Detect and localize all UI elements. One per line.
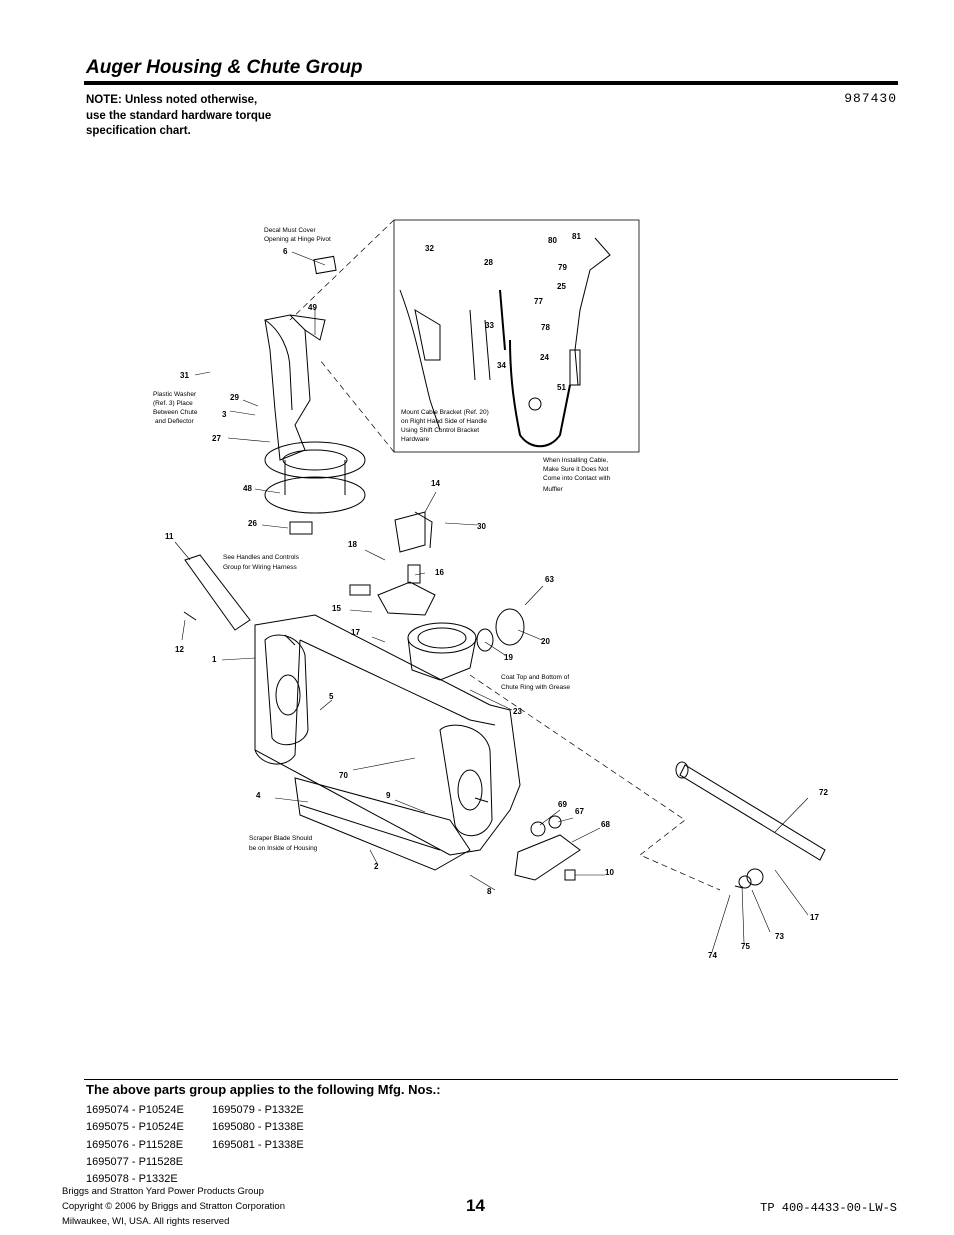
callout: 24 — [540, 353, 549, 362]
mfg-item: 1695076 - P11528E — [86, 1138, 184, 1151]
callout: 32 — [425, 244, 434, 253]
auger-shaft — [679, 764, 826, 861]
applies-title: The above parts group applies to the fol… — [86, 1082, 441, 1097]
caption-line: (Ref. 3) Place — [153, 400, 193, 407]
copyright-line: Copyright © 2006 by Briggs and Stratton … — [62, 1201, 285, 1212]
callout: 19 — [504, 653, 513, 662]
callout: 70 — [339, 771, 348, 780]
mfg-item: 1695074 - P10524E — [86, 1104, 184, 1116]
mfg-item: 1695078 - P1332E — [86, 1173, 178, 1186]
callout: 68 — [601, 820, 610, 829]
applies-rule — [84, 1079, 898, 1080]
exploded-parts-diagram: 6 49 31 29 3 27 48 26 11 12 1 5 4 70 9 2… — [153, 219, 828, 960]
callout: 49 — [308, 303, 317, 312]
caption-line: on Right Hand Side of Handle — [401, 418, 487, 425]
callout: 8 — [487, 887, 492, 896]
mfg-item: 1695079 - P1332E — [212, 1104, 304, 1116]
callout: 80 — [548, 236, 557, 245]
callout: 18 — [348, 540, 357, 549]
caption-line: Between Chute — [153, 409, 198, 416]
callout: 69 — [558, 800, 567, 809]
copyright-block: Briggs and Stratton Yard Power Products … — [62, 1184, 285, 1229]
page-title: Auger Housing & Chute Group — [86, 57, 363, 78]
mfg-item: 1695081 - P1338E — [212, 1138, 304, 1151]
callout: 1 — [212, 655, 217, 664]
callout: 14 — [431, 479, 440, 488]
callout: 67 — [575, 807, 584, 816]
callout: 10 — [605, 868, 614, 877]
callout: 33 — [485, 321, 494, 330]
callout: 5 — [329, 692, 334, 701]
callout: 12 — [175, 645, 184, 654]
copyright-line: Milwaukee, WI, USA. All rights reserved — [62, 1216, 230, 1227]
callout: 30 — [477, 522, 486, 531]
callout: 72 — [819, 788, 828, 797]
callout: 3 — [222, 410, 227, 419]
callout: 23 — [513, 707, 522, 716]
cable-detail-inset — [393, 219, 640, 453]
mfg-item: 1695077 - P11528E — [86, 1155, 184, 1168]
callout: 20 — [541, 637, 550, 646]
caption-line: Decal Must Cover — [264, 227, 316, 234]
note-line: specification chart. — [86, 125, 191, 137]
caption-line: and Deflector — [155, 418, 194, 425]
caption-line: When Installing Cable, — [543, 457, 608, 464]
caption-line: Opening at Hinge Pivot — [264, 236, 331, 243]
header-rule — [84, 81, 898, 85]
caption-line: Muffler — [543, 486, 564, 493]
caption-line: Chute Ring with Grease — [501, 684, 570, 691]
note-line: use the standard hardware torque — [86, 109, 272, 122]
callout: 79 — [558, 263, 567, 272]
callout: 26 — [248, 519, 257, 528]
callout: 15 — [332, 604, 341, 613]
callout: 31 — [180, 371, 189, 380]
note-line: NOTE: Unless noted otherwise, — [86, 94, 258, 106]
chute-part — [264, 314, 311, 461]
caption-line: Coat Top and Bottom of — [501, 674, 569, 681]
caption-line: Group for Wiring Harness — [223, 564, 297, 571]
caption-line: Make Sure it Does Not — [543, 466, 609, 473]
caption-line: Plastic Washer — [153, 391, 197, 398]
inset-leader — [289, 219, 395, 453]
caption-line: Hardware — [401, 436, 430, 443]
callout: 51 — [557, 383, 566, 392]
callout: 75 — [741, 942, 750, 951]
callout: 9 — [386, 791, 391, 800]
torque-note: NOTE: Unless noted otherwise, use the st… — [86, 93, 271, 140]
callout: 77 — [534, 297, 543, 306]
callout: 28 — [484, 258, 493, 267]
callout: 4 — [256, 791, 261, 800]
callout: 73 — [775, 932, 784, 941]
callout: 17 — [810, 913, 819, 922]
caption-line: Mount Cable Bracket (Ref. 20) — [401, 409, 489, 416]
doc-number: 987430 — [844, 91, 897, 106]
callout: 11 — [165, 532, 174, 541]
caption-line: See Handles and Controls — [223, 554, 300, 561]
mfg-item: 1695080 - P1338E — [212, 1121, 304, 1134]
caption-line: Scraper Blade Should — [249, 835, 313, 842]
doc-code: TP 400-4433-00-LW-S — [760, 1201, 897, 1215]
callout: 48 — [243, 484, 252, 493]
mfg-item: 1695075 - P10524E — [86, 1121, 184, 1134]
callout: 27 — [212, 434, 221, 443]
callout: 2 — [374, 862, 379, 871]
callout: 63 — [545, 575, 554, 584]
callout: 29 — [230, 393, 239, 402]
caption-line: Using Shift Control Bracket — [401, 427, 479, 434]
caption-line: Come into Contact with — [543, 475, 611, 482]
callout: 6 — [283, 247, 288, 256]
page-number: 14 — [466, 1196, 485, 1215]
callout: 16 — [435, 568, 444, 577]
callout: 78 — [541, 323, 550, 332]
callout: 74 — [708, 951, 717, 960]
mfg-list-col1: 1695074 - P10524E 1695075 - P10524E 1695… — [86, 1102, 184, 1188]
callout: 17 — [351, 628, 360, 637]
callout: 34 — [497, 361, 506, 370]
callout: 25 — [557, 282, 566, 291]
caption-line: be on Inside of Housing — [249, 845, 318, 852]
callout: 81 — [572, 232, 581, 241]
mfg-list-col2: 1695079 - P1332E 1695080 - P1338E 169508… — [212, 1102, 304, 1154]
copyright-line: Briggs and Stratton Yard Power Products … — [62, 1186, 264, 1197]
auger-housing — [254, 614, 521, 856]
